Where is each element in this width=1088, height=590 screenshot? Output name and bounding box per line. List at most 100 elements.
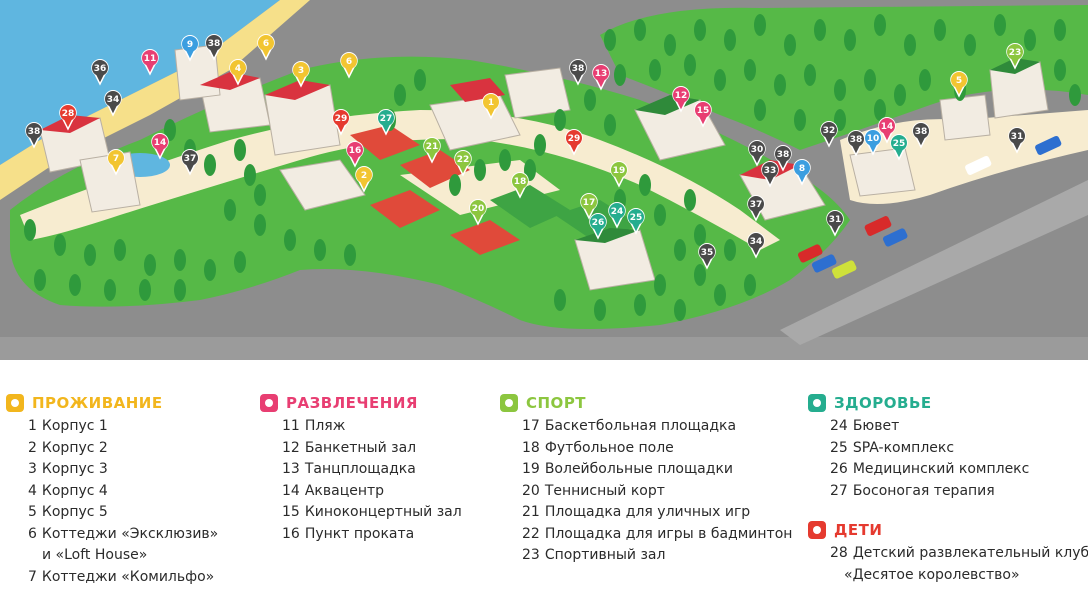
map-pin-38[interactable]: 38 (774, 145, 792, 172)
pin-number: 34 (107, 95, 120, 105)
map-pin-27[interactable]: 27 (377, 109, 395, 136)
pin-number: 29 (568, 134, 581, 144)
map-pin-38[interactable]: 38 (25, 122, 43, 149)
map-pin-21[interactable]: 21 (423, 137, 441, 164)
map-pin-18[interactable]: 18 (511, 172, 529, 199)
map-pin-12[interactable]: 12 (672, 86, 690, 113)
pin-number: 26 (592, 218, 605, 228)
map-pin-25[interactable]: 25 (627, 208, 645, 235)
map-pin-16[interactable]: 16 (346, 141, 364, 168)
cars (797, 135, 1062, 279)
map-pin-34[interactable]: 34 (747, 232, 765, 259)
map-pin-6[interactable]: 6 (340, 52, 358, 79)
map-pin-9[interactable]: 9 (181, 35, 199, 62)
legend-heading: ЗДОРОВЬЕ (808, 390, 1029, 416)
map-pin-8[interactable]: 8 (793, 159, 811, 186)
map-pin-14[interactable]: 14 (151, 133, 169, 160)
pin-head (1007, 44, 1023, 60)
pin-head (593, 65, 609, 81)
map-pin-38[interactable]: 38 (205, 34, 223, 61)
tree (634, 294, 646, 316)
map-pin-38[interactable]: 38 (847, 130, 865, 157)
map-pin-10[interactable]: 10 (864, 129, 882, 156)
pin-head (775, 146, 791, 162)
tree (174, 279, 186, 301)
tree (874, 99, 886, 121)
tree (794, 109, 806, 131)
legend-item-label: Баскетбольная площадка (544, 418, 737, 434)
map-pin-37[interactable]: 37 (181, 149, 199, 176)
tree (904, 34, 916, 56)
map-pin-20[interactable]: 20 (469, 199, 487, 226)
map-pin-38[interactable]: 38 (569, 59, 587, 86)
map-pin-31[interactable]: 31 (826, 210, 844, 237)
map-pin-4[interactable]: 4 (229, 59, 247, 86)
pin-head (590, 214, 606, 230)
pin-head (695, 102, 711, 118)
street-games-court (400, 150, 470, 188)
legend-item-label: Волейбольные площадки (544, 461, 733, 477)
map-pin-30[interactable]: 30 (748, 140, 766, 167)
tree (499, 149, 511, 171)
pin-number: 10 (867, 134, 880, 144)
tree (139, 279, 151, 301)
legend-item-label: SPA-комплекс (852, 439, 955, 456)
legend-item-number: 27 (830, 482, 848, 499)
tree (814, 19, 826, 41)
map-pin-24[interactable]: 24 (608, 202, 626, 229)
map-pin-22[interactable]: 22 (454, 150, 472, 177)
kids-icon (808, 521, 826, 539)
tree (864, 69, 876, 91)
legend-heading: ПРОЖИВАНИЕ (6, 390, 218, 416)
map-pin-6[interactable]: 6 (257, 34, 275, 61)
map-pin-37[interactable]: 37 (747, 195, 765, 222)
pin-head (566, 130, 582, 146)
tree (284, 229, 296, 251)
pin-head (26, 123, 42, 139)
map-pin-38[interactable]: 38 (912, 122, 930, 149)
map-pin-33[interactable]: 33 (761, 161, 779, 188)
map-pin-34[interactable]: 34 (104, 90, 122, 117)
pin-number: 28 (62, 109, 75, 119)
map-pin-7[interactable]: 7 (107, 149, 125, 176)
legend-item-number: 3 (28, 461, 37, 477)
map-pin-29[interactable]: 29 (565, 129, 583, 156)
map-pin-1[interactable]: 1 (482, 93, 500, 120)
pin-head (230, 60, 246, 76)
tree (684, 189, 696, 211)
pin-head (673, 87, 689, 103)
map-pin-5[interactable]: 5 (950, 71, 968, 98)
map-pin-32[interactable]: 32 (820, 121, 838, 148)
legend-item-label: Корпус 3 (41, 461, 108, 477)
map-pin-35[interactable]: 35 (698, 243, 716, 270)
map-pin-14[interactable]: 14 (878, 117, 896, 144)
map-pin-2[interactable]: 2 (355, 166, 373, 193)
map-pin-11[interactable]: 11 (141, 49, 159, 76)
legend-item-label: Киноконцертный зал (304, 504, 462, 520)
map-pin-31[interactable]: 31 (1008, 127, 1026, 154)
tree (394, 84, 406, 106)
map-pin-15[interactable]: 15 (694, 101, 712, 128)
map-pin-19[interactable]: 19 (610, 161, 628, 188)
pin-number: 34 (750, 237, 763, 247)
map-pin-29[interactable]: 29 (332, 109, 350, 136)
map-pin-25[interactable]: 25 (890, 134, 908, 161)
tree (684, 54, 696, 76)
map-pin-28[interactable]: 28 (59, 104, 77, 131)
map-pin-26[interactable]: 26 (589, 213, 607, 240)
map-pin-3[interactable]: 3 (292, 61, 310, 88)
pin-head (182, 36, 198, 52)
map-pin-23[interactable]: 23 (1006, 43, 1024, 70)
map-pin-17[interactable]: 17 (580, 193, 598, 220)
map-pin-13[interactable]: 13 (592, 64, 610, 91)
tree (694, 264, 706, 286)
tree (634, 19, 646, 41)
pin-number: 3 (298, 66, 304, 76)
map-pin-36[interactable]: 36 (91, 59, 109, 86)
